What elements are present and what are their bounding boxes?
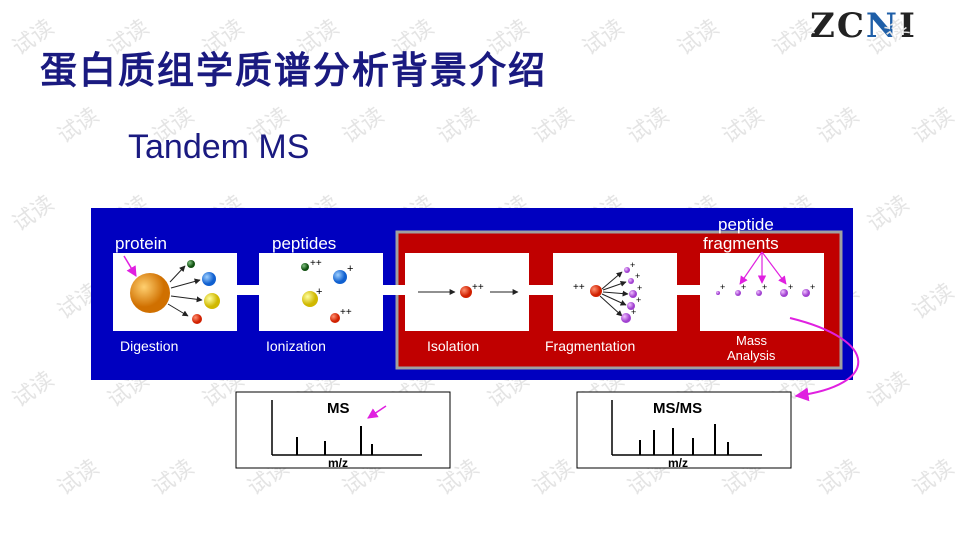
svg-text:++: ++ — [573, 282, 585, 293]
svg-text:+: + — [762, 282, 767, 292]
svg-text:+: + — [741, 282, 746, 292]
svg-text:++: ++ — [310, 258, 322, 269]
svg-text:++: ++ — [340, 307, 352, 318]
svg-text:+: + — [316, 286, 322, 298]
box-fragmentation — [553, 253, 677, 331]
svg-text:+: + — [635, 271, 640, 281]
label-peptides: peptides — [272, 234, 336, 253]
protein-ball — [130, 273, 170, 313]
box-ionization — [259, 253, 383, 331]
slide-title: 蛋白质组学质谱分析背景介绍 — [40, 49, 547, 92]
label-digestion: Digestion — [120, 338, 178, 354]
pink-curved-arrow — [789, 317, 860, 402]
svg-text:+: + — [637, 283, 642, 293]
msms-xlabel: m/z — [668, 456, 688, 470]
msms-title: MS/MS — [653, 400, 702, 417]
svg-text:+: + — [788, 282, 793, 292]
svg-text:+: + — [631, 307, 636, 317]
label-protein: protein — [115, 234, 167, 253]
svg-text:++: ++ — [472, 282, 484, 293]
label-fragmentation: Fragmentation — [545, 338, 635, 354]
svg-text:+: + — [636, 295, 641, 305]
slide-subtitle: Tandem MS — [128, 128, 310, 166]
label-ionization: Ionization — [266, 338, 326, 354]
svg-text:+: + — [720, 282, 725, 292]
label-peptide: peptide — [718, 215, 774, 234]
svg-text:+: + — [347, 263, 353, 275]
label-analysis: Analysis — [727, 348, 776, 363]
svg-text:+: + — [630, 260, 635, 270]
logo: ZCNI — [810, 6, 917, 46]
label-isolation: Isolation — [427, 338, 479, 354]
ms-title: MS — [327, 400, 350, 417]
label-mass: Mass — [736, 333, 768, 348]
svg-text:+: + — [810, 282, 815, 292]
label-fragments: fragments — [703, 234, 779, 253]
ms-xlabel: m/z — [328, 456, 348, 470]
